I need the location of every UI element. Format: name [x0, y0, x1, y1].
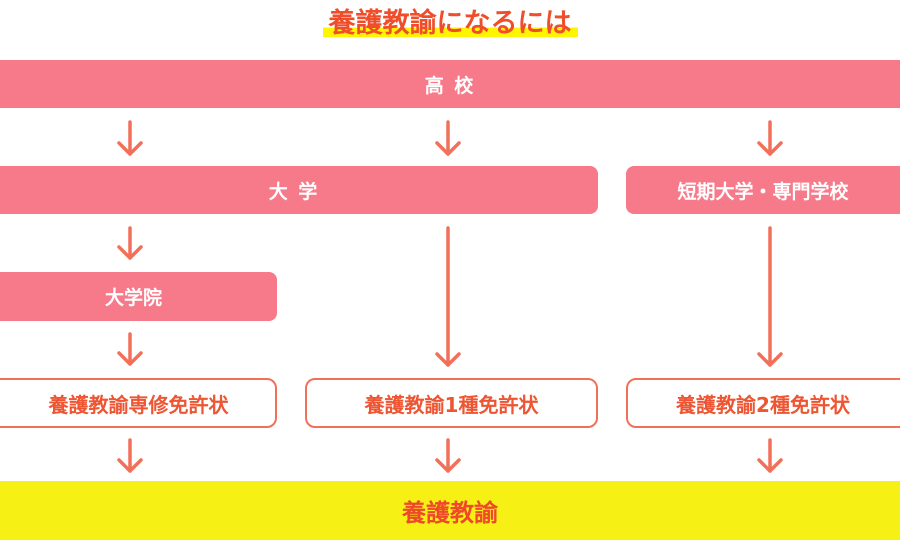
node-university: 大 学 — [0, 166, 598, 214]
arrow-icon — [117, 438, 143, 473]
arrow-icon — [435, 438, 461, 473]
node-junior-college: 短期大学・専門学校 — [626, 166, 900, 214]
node-goal: 養護教諭 — [0, 481, 900, 540]
arrow-icon — [757, 226, 783, 367]
node-high-school: 高 校 — [0, 60, 900, 108]
page-title: 養護教諭になるには — [0, 0, 900, 40]
arrow-icon — [117, 226, 143, 260]
arrow-icon — [117, 332, 143, 366]
arrow-icon — [117, 120, 143, 156]
node-license-advanced: 養護教諭専修免許状 — [0, 378, 277, 428]
arrow-icon — [435, 226, 461, 367]
node-graduate-school: 大学院 — [0, 272, 277, 321]
arrow-icon — [757, 438, 783, 473]
arrow-icon — [435, 120, 461, 156]
node-license-first: 養護教諭1種免許状 — [305, 378, 598, 428]
arrow-icon — [757, 120, 783, 156]
node-license-second: 養護教諭2種免許状 — [626, 378, 900, 428]
